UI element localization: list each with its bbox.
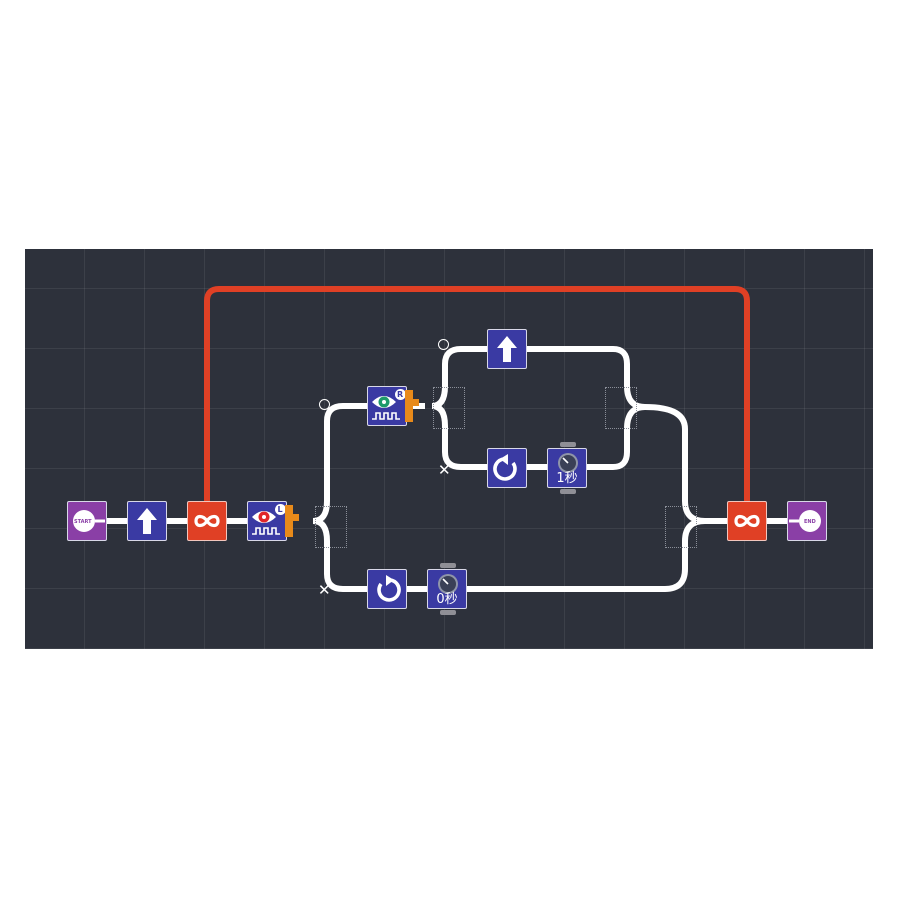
turn-right-block[interactable] bbox=[487, 448, 527, 488]
sensor-right-badge-text: R bbox=[397, 390, 404, 399]
timer-clock-icon bbox=[558, 453, 578, 473]
timer-block-inner[interactable]: 1秒 bbox=[547, 442, 587, 494]
move-forward-block[interactable] bbox=[127, 501, 167, 541]
outer-branch-bottom-wire bbox=[312, 518, 706, 592]
inner-branch-top-wire bbox=[431, 346, 646, 410]
sensor-left-badge-text: L bbox=[277, 505, 283, 514]
merge-slot-left bbox=[315, 506, 347, 548]
eye-sensor-right-icon bbox=[372, 396, 400, 420]
branch-false-marker: ✕ bbox=[318, 581, 331, 599]
timer-clock-icon bbox=[438, 574, 458, 594]
infinity-loop-icon bbox=[734, 514, 760, 528]
timer-outer-label: 0秒 bbox=[436, 592, 458, 607]
start-icon bbox=[73, 510, 105, 532]
start-label: START bbox=[74, 519, 92, 525]
program-canvas[interactable]: START L ✕ bbox=[25, 249, 873, 649]
merge-slot-right bbox=[665, 506, 697, 548]
merge-slot-inner-left bbox=[433, 387, 465, 429]
inner-true-marker bbox=[438, 339, 449, 350]
turn-right-icon bbox=[493, 454, 517, 481]
timer-inner-label: 1秒 bbox=[556, 471, 578, 486]
start-block[interactable]: START bbox=[67, 501, 107, 541]
loop-start-block[interactable] bbox=[187, 501, 227, 541]
forward-arrow-icon bbox=[137, 508, 157, 534]
forward-arrow-icon bbox=[497, 336, 517, 362]
sensor-right-block[interactable]: R bbox=[367, 386, 423, 426]
eye-sensor-left-icon bbox=[252, 511, 280, 535]
end-label: END bbox=[804, 519, 816, 525]
move-forward-block-inner[interactable] bbox=[487, 329, 527, 369]
turn-left-block[interactable] bbox=[367, 569, 407, 609]
branch-true-marker bbox=[319, 399, 330, 410]
end-icon bbox=[789, 510, 821, 532]
infinity-loop-icon bbox=[194, 514, 220, 528]
turn-left-icon bbox=[377, 575, 401, 602]
inner-false-marker: ✕ bbox=[438, 461, 451, 479]
timer-block-outer[interactable]: 0秒 bbox=[427, 563, 467, 615]
inner-branch-bottom-wire bbox=[431, 403, 646, 470]
inner-merge-wire bbox=[644, 404, 706, 524]
end-block[interactable]: END bbox=[787, 501, 827, 541]
merge-slot-inner-right bbox=[605, 387, 637, 429]
outer-branch-top-wire bbox=[312, 403, 370, 524]
sensor-left-block[interactable]: L bbox=[247, 501, 303, 541]
loop-end-block[interactable] bbox=[727, 501, 767, 541]
sensor-left-badge bbox=[275, 504, 286, 515]
branch-connector bbox=[405, 390, 419, 422]
loop-back-wire bbox=[204, 286, 750, 521]
branch-connector bbox=[285, 505, 299, 537]
sensor-right-badge bbox=[395, 389, 406, 400]
